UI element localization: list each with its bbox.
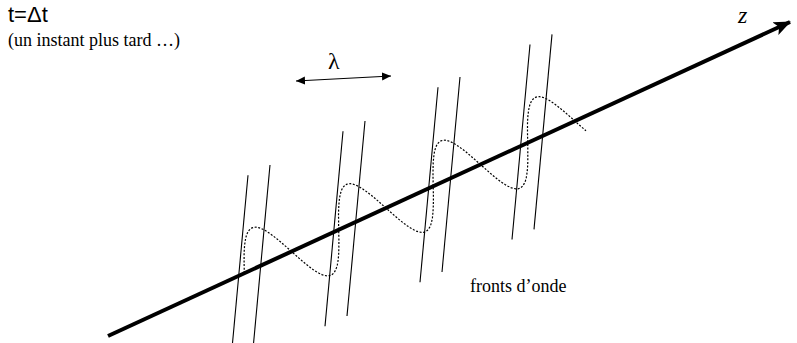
- note-text: (un instant plus tard …): [8, 30, 180, 51]
- wavefront-line: [252, 165, 270, 343]
- time-label: t=Δt: [8, 2, 48, 28]
- wavelength-symbol: λ: [328, 48, 340, 75]
- wavelength-arrow: [296, 76, 391, 81]
- z-axis: [108, 22, 790, 336]
- wavefront-lines: [230, 34, 552, 343]
- wavefront-label: fronts d’onde: [470, 276, 566, 297]
- wavefront-line: [230, 175, 248, 343]
- axis-label: z: [738, 2, 747, 29]
